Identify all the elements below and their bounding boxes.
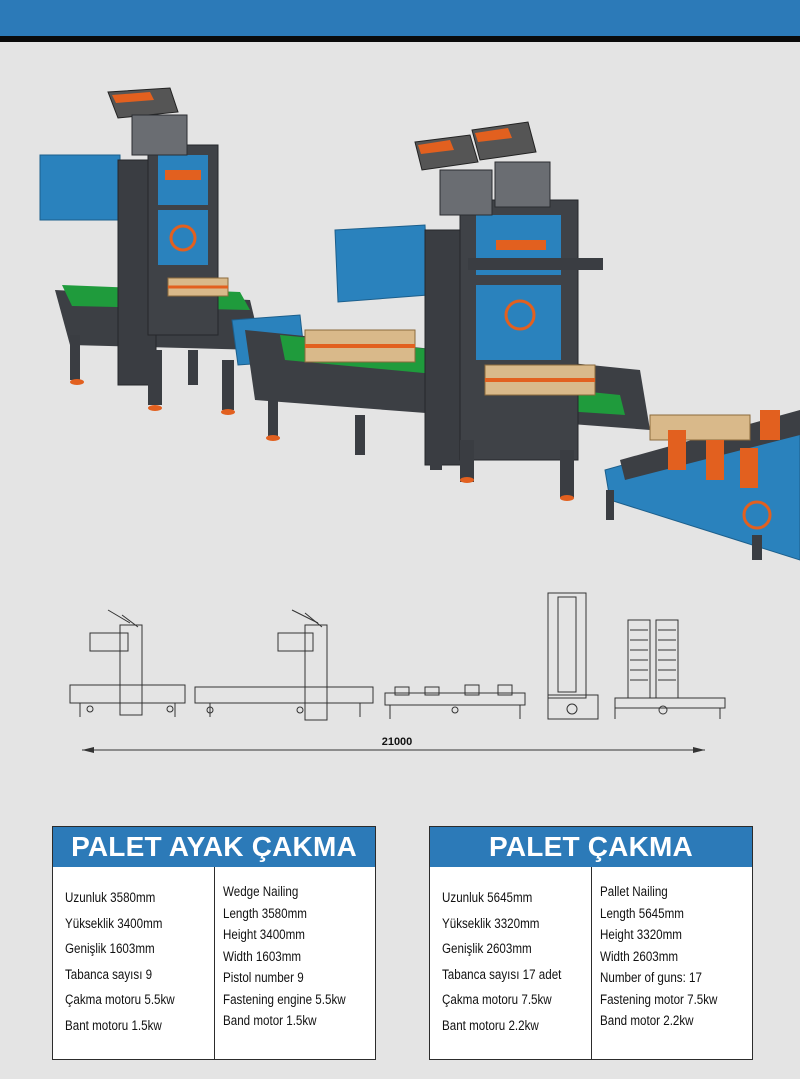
spec-card-palet-cakma: PALET ÇAKMA Uzunluk 5645mm Yükseklik 332… [429, 826, 753, 1060]
spec-line: Height 3320mm [600, 927, 682, 942]
card-title: PALET ÇAKMA [430, 827, 752, 867]
spec-line: Fastening engine 5.5kw [223, 991, 346, 1007]
spec-column-turkish: Uzunluk 5645mm Yükseklik 3320mm Genişlik… [430, 867, 592, 1059]
spec-line: Yükseklik 3400mm [65, 915, 163, 931]
spec-line: Uzunluk 5645mm [442, 890, 533, 905]
spec-line: Çakma motoru 5.5kw [65, 992, 175, 1007]
spec-column-turkish: Uzunluk 3580mm Yükseklik 3400mm Genişlik… [53, 867, 215, 1059]
spec-line: Yükseklik 3320mm [442, 915, 540, 931]
dimension-line [82, 747, 705, 753]
dimension-label: 21000 [382, 736, 413, 748]
spec-line: Genişlik 1603mm [65, 941, 155, 956]
wedge-nailing-machine [39, 87, 262, 415]
spec-column-english: Pallet Nailing Length 5645mm Height 3320… [592, 867, 752, 1059]
spec-line: Bant motoru 1.5kw [65, 1017, 162, 1033]
spec-line: Çakma motoru 7.5kw [442, 992, 552, 1007]
spec-line: Tabanca sayısı 17 adet [442, 966, 562, 982]
spec-line: Pistol number 9 [223, 970, 304, 985]
header-bar [0, 0, 800, 36]
spec-line: Length 5645mm [600, 905, 684, 921]
spec-line: Width 2603mm [600, 948, 679, 964]
machine-line-illustration [39, 87, 800, 561]
spec-column-english: Wedge Nailing Length 3580mm Height 3400m… [215, 867, 375, 1059]
spec-line: Width 1603mm [223, 948, 302, 964]
spec-line: Band motor 1.5kw [223, 1013, 317, 1028]
spec-line: Band motor 2.2kw [600, 1013, 694, 1028]
spec-line: Height 3400mm [223, 927, 305, 942]
spec-line: Bant motoru 2.2kw [442, 1017, 539, 1033]
spec-line: Uzunluk 3580mm [65, 890, 156, 905]
spec-line: Pallet Nailing [600, 884, 668, 899]
stacking-unit [604, 410, 800, 561]
line-schematic: 21000 [69, 592, 726, 753]
header-rule [0, 36, 800, 42]
spec-card-palet-ayak-cakma: PALET AYAK ÇAKMA Uzunluk 3580mm Yüksekli… [52, 826, 376, 1060]
card-title: PALET AYAK ÇAKMA [53, 827, 375, 867]
spec-line: Tabanca sayısı 9 [65, 966, 153, 982]
spec-line: Number of guns: 17 [600, 970, 702, 985]
spec-line: Fastening motor 7.5kw [600, 991, 718, 1007]
spec-line: Wedge Nailing [223, 884, 299, 899]
spec-line: Genişlik 2603mm [442, 941, 532, 956]
card-body: Uzunluk 5645mm Yükseklik 3320mm Genişlik… [430, 867, 752, 1059]
spec-line: Length 3580mm [223, 905, 307, 921]
card-body: Uzunluk 3580mm Yükseklik 3400mm Genişlik… [53, 867, 375, 1059]
pallet-nailing-machine [245, 121, 650, 501]
